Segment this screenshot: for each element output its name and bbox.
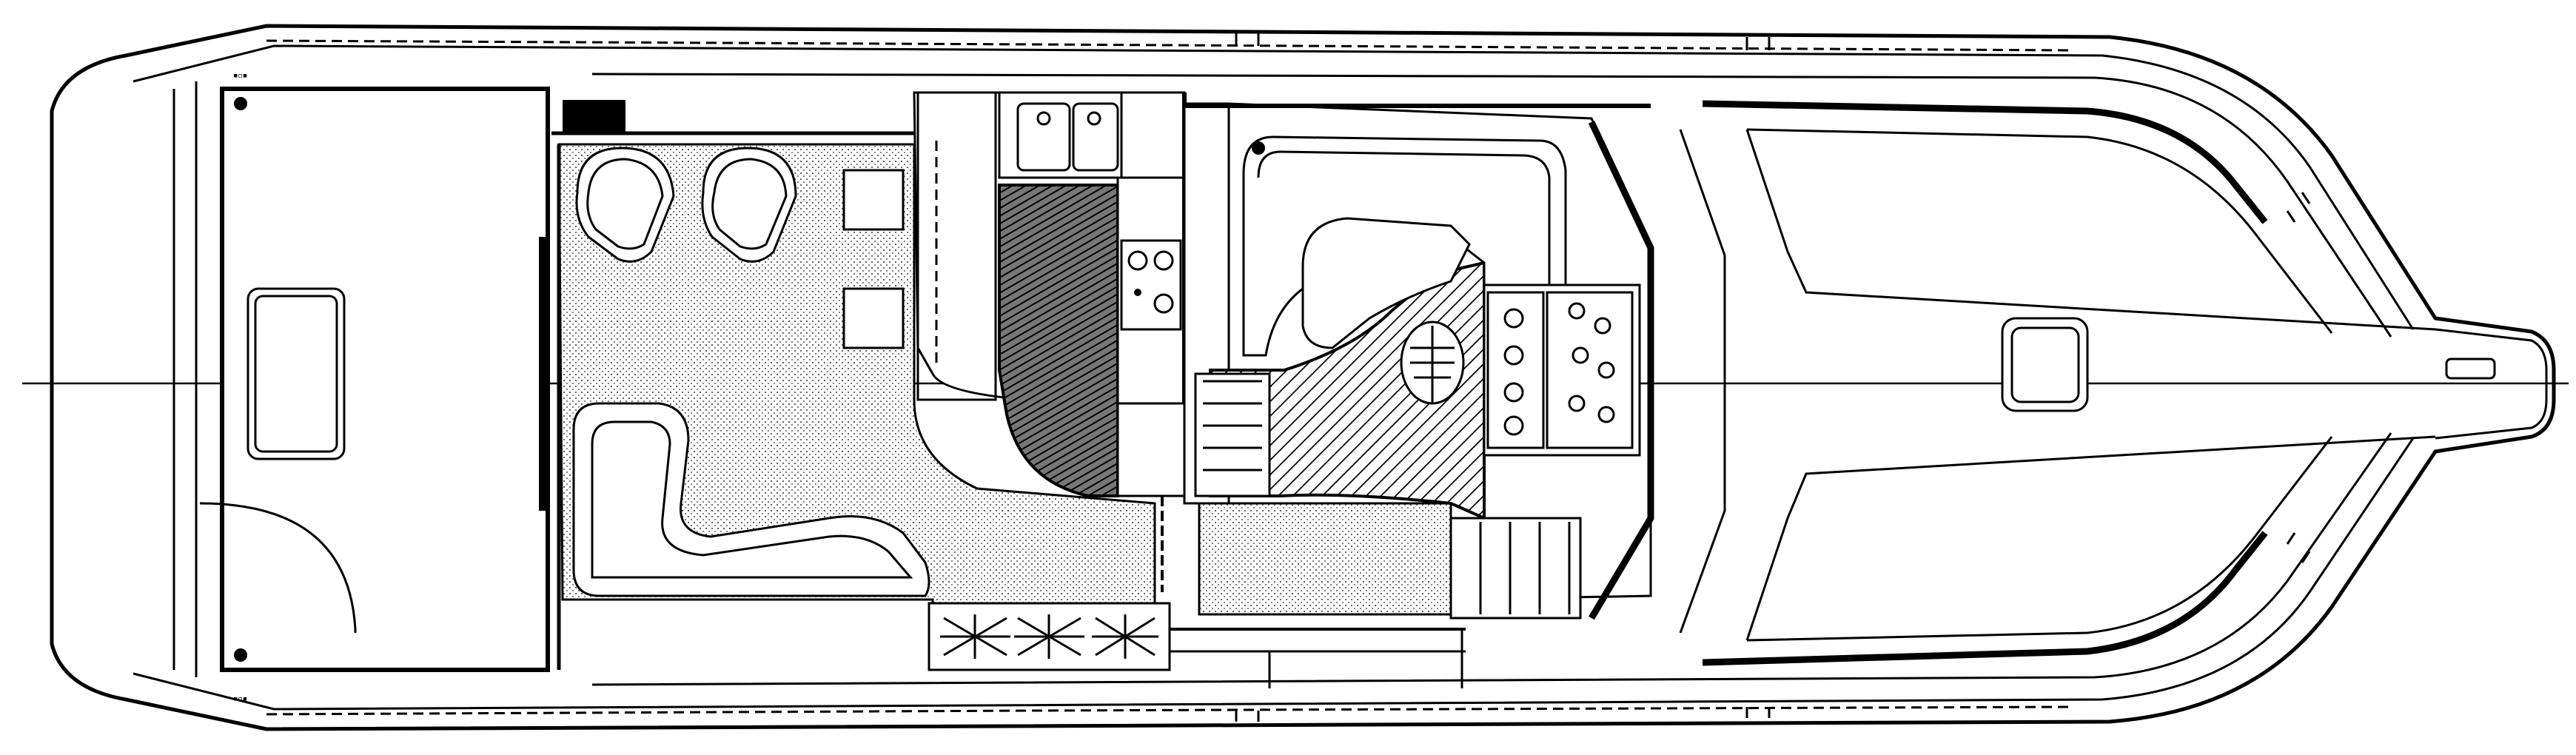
cleat-starboard bbox=[234, 648, 247, 662]
faucet-2 bbox=[1087, 111, 1101, 126]
sink-basin-1 bbox=[1016, 102, 1071, 172]
windshield bbox=[1588, 121, 1654, 620]
bow-pulpit bbox=[2435, 328, 2548, 440]
transom bbox=[172, 81, 224, 677]
helm-floor bbox=[1198, 502, 1452, 616]
deck-edge bbox=[591, 73, 2392, 686]
salon-door bbox=[539, 237, 549, 511]
end-table-aft bbox=[842, 169, 905, 231]
cabin-wall bbox=[1184, 104, 1651, 108]
companionway-stairs bbox=[1449, 517, 1582, 620]
deck-fitting-port: ▪▫▪ bbox=[233, 68, 247, 83]
foredeck-cabin-top bbox=[1745, 129, 2436, 641]
storage-drawer-icons bbox=[940, 614, 1158, 659]
galley-stove bbox=[1120, 239, 1182, 331]
settee-cushion-line bbox=[591, 420, 913, 579]
helm-stairs bbox=[1194, 372, 1271, 497]
faucet-1 bbox=[1036, 111, 1051, 126]
rail-dashes-port bbox=[266, 39, 2073, 52]
settee bbox=[572, 402, 930, 597]
helm-seat-back bbox=[1301, 217, 1471, 349]
deck-fitting-starboard: ▪▫▪ bbox=[233, 691, 247, 706]
instrument-panel bbox=[1483, 283, 1641, 457]
burner-4 bbox=[1134, 289, 1141, 296]
sink-basin-2 bbox=[1072, 102, 1119, 172]
helm-stairs-treads bbox=[1203, 380, 1262, 472]
rail-stanchions bbox=[1235, 33, 2311, 722]
helm-companion-panel bbox=[1116, 402, 1186, 497]
anchor-windlass bbox=[2445, 358, 2496, 380]
end-table-forward bbox=[842, 287, 905, 349]
windshield-frame bbox=[1679, 129, 1726, 634]
foredeck-panel bbox=[1746, 128, 2333, 642]
galley-dinette bbox=[998, 184, 1119, 497]
foredeck-port-rail bbox=[1702, 100, 2268, 224]
transom-door-swing bbox=[199, 502, 357, 633]
companionway-treads bbox=[1479, 522, 1571, 614]
toe-rail bbox=[133, 44, 2415, 711]
chair-forward bbox=[701, 147, 797, 263]
fish-box-hatch-inner bbox=[254, 295, 338, 453]
rail-dashes-starboard bbox=[266, 705, 2073, 716]
sink-counter bbox=[998, 91, 1186, 179]
hull-outline bbox=[50, 24, 2556, 731]
forward-console-inner bbox=[1257, 150, 1551, 318]
instrument-gauges bbox=[1486, 291, 1634, 449]
chair-aft bbox=[575, 147, 675, 263]
helm-seat-pattern bbox=[1410, 326, 1455, 403]
burner-3 bbox=[1153, 293, 1174, 314]
forward-hatch bbox=[2001, 317, 2089, 412]
fish-box-hatch bbox=[246, 287, 346, 460]
helm-station-floor bbox=[1209, 261, 1486, 521]
burner-1 bbox=[1127, 250, 1148, 271]
burner-2 bbox=[1153, 250, 1174, 271]
galley-cabinet-upper bbox=[916, 91, 997, 401]
salon-step bbox=[563, 100, 625, 133]
console-cup-holder bbox=[1252, 141, 1265, 155]
foredeck-starboard-rail bbox=[1702, 531, 2268, 666]
cockpit-area bbox=[220, 87, 550, 672]
forward-hatch-inner bbox=[2010, 326, 2080, 403]
cleat-port bbox=[234, 97, 247, 110]
